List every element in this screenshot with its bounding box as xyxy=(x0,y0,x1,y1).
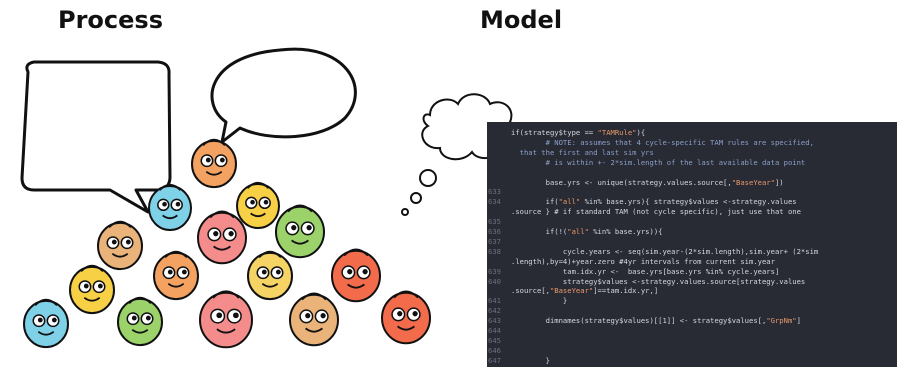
code-line: # NOTE: assumes that 4 cycle-specific TA… xyxy=(487,138,897,147)
code-token: # NOTE: assumes that 4 cycle-specific TA… xyxy=(511,137,814,147)
code-token: dimnames(strategy$values)[[1]] <- strate… xyxy=(511,316,767,326)
code-line: .source[,"BaseYear"]==tam.idx.yr,] xyxy=(487,286,897,295)
code-line: 644 xyxy=(487,326,897,335)
cartoon-face xyxy=(381,290,431,345)
code-editor-panel: if(strategy$type == "TAMRule"){ # NOTE: … xyxy=(487,122,897,367)
code-token: "all" xyxy=(567,227,589,236)
code-line: 635 xyxy=(487,217,897,226)
code-token: %in% base.yrs)){ xyxy=(588,227,663,236)
crowd-of-faces xyxy=(23,138,431,349)
code-token: .source[, xyxy=(511,286,550,296)
code-line: 639 tam.idx.yr <- base.yrs[base.yrs %in%… xyxy=(487,267,897,276)
process-heading: Process xyxy=(58,6,163,34)
code-line: 642 xyxy=(487,306,897,315)
code-token: tam.idx.yr <- base.yrs[base.yrs %in% cyc… xyxy=(511,266,780,276)
code-token: if(strategy$type == xyxy=(511,128,598,137)
line-number: 636 xyxy=(488,227,501,236)
code-token: ]==tam.idx.yr,] xyxy=(593,286,659,296)
code-token: "BaseYear" xyxy=(549,286,594,296)
code-line: that the first and last sim yrs xyxy=(487,148,897,157)
code-token: .source } # if standard TAM (not cycle s… xyxy=(511,207,801,217)
line-number: 637 xyxy=(488,236,501,246)
code-line: 647 } xyxy=(487,356,897,365)
cartoon-face xyxy=(199,290,253,349)
line-number: 647 xyxy=(488,355,501,365)
cartoon-face xyxy=(153,250,199,301)
cartoon-face xyxy=(236,181,280,230)
code-token: "GrpNm" xyxy=(766,316,797,326)
code-line: 643 dimnames(strategy$values)[[1]] <- st… xyxy=(487,316,897,325)
code-line: 633 xyxy=(487,187,897,196)
code-token: # is within +- 2*sim.length of the last … xyxy=(511,157,806,167)
line-number: 643 xyxy=(488,316,501,326)
line-number: 640 xyxy=(488,276,501,286)
code-line: 636 if(!("all" %in% base.yrs)){ xyxy=(487,227,897,236)
cartoon-face xyxy=(247,250,293,301)
code-token: ]) xyxy=(774,177,784,187)
code-line: 638 cycle.years <- seq(sim.year-(2*sim.l… xyxy=(487,247,897,256)
cartoon-face xyxy=(69,264,115,315)
code-line: base.yrs <- unique(strategy.values.sourc… xyxy=(487,178,897,187)
code-token: cycle.years <- seq(sim.year-(2*sim.lengt… xyxy=(511,246,819,256)
code-token: "BaseYear" xyxy=(731,177,775,187)
code-token: strategy$values <-strategy.values.source… xyxy=(511,276,806,286)
cartoon-face xyxy=(23,298,69,349)
code-line: 637 xyxy=(487,237,897,246)
line-number: 634 xyxy=(488,197,501,207)
line-number: 641 xyxy=(488,296,501,306)
code-token: } xyxy=(511,296,568,306)
code-token: ){ xyxy=(636,128,646,137)
code-token: that the first and last sim yrs xyxy=(511,147,654,157)
code-token: ] xyxy=(796,316,801,326)
code-line: 641 } xyxy=(487,296,897,305)
code-token: } xyxy=(511,355,550,365)
line-number: 642 xyxy=(488,306,501,316)
code-token: .length),by=4)+year.zero #4yr intervals … xyxy=(511,256,775,266)
code-line: 646 xyxy=(487,346,897,355)
code-token: if(!( xyxy=(511,227,568,236)
code-line: .length),by=4)+year.zero #4yr intervals … xyxy=(487,257,897,266)
code-token: %in% base.yrs){ strategy$values <-strate… xyxy=(580,197,797,207)
line-number: 638 xyxy=(488,246,501,256)
code-line: if(strategy$type == "TAMRule"){ xyxy=(487,128,897,137)
speech-bubble-oval xyxy=(210,47,357,144)
code-token: "TAMRule" xyxy=(597,128,637,137)
cartoon-face xyxy=(197,210,247,265)
line-number: 645 xyxy=(488,335,501,345)
cartoon-face xyxy=(191,138,237,189)
code-line: # is within +- 2*sim.length of the last … xyxy=(487,158,897,167)
cartoon-face xyxy=(148,183,192,232)
speech-bubble-rect xyxy=(20,60,172,214)
code-line: 645 xyxy=(487,336,897,345)
code-token: "all" xyxy=(558,197,581,207)
line-number-gutter xyxy=(487,122,511,367)
cartoon-face xyxy=(97,220,143,271)
cartoon-face xyxy=(117,296,163,347)
line-number: 639 xyxy=(488,266,501,276)
line-number: 635 xyxy=(488,217,501,227)
code-line: 640 strategy$values <-strategy.values.so… xyxy=(487,277,897,286)
model-heading: Model xyxy=(480,6,563,34)
code-line: .source } # if standard TAM (not cycle s… xyxy=(487,207,897,216)
cartoon-face xyxy=(331,248,381,303)
code-token: if( xyxy=(511,197,559,207)
cartoon-face xyxy=(289,292,339,347)
line-number: 644 xyxy=(488,326,501,335)
cartoon-face xyxy=(275,204,325,259)
code-line: 634 if("all" %in% base.yrs){ strategy$va… xyxy=(487,197,897,206)
code-token: base.yrs <- unique(strategy.values.sourc… xyxy=(511,177,732,187)
line-number: 646 xyxy=(488,345,501,355)
code-line xyxy=(487,168,897,177)
line-number: 633 xyxy=(488,187,501,197)
